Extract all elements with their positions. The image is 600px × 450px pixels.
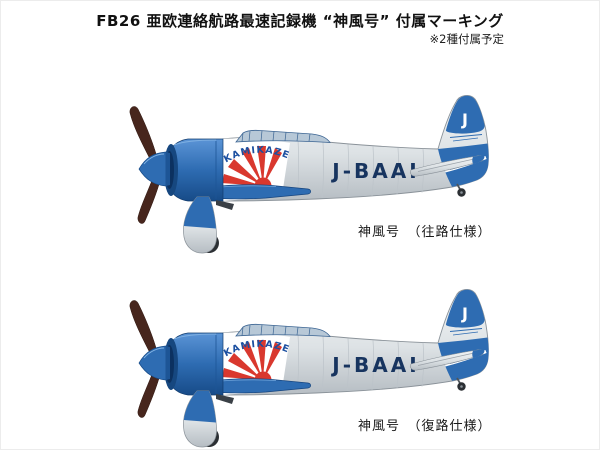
nose-art: KAMIKAZE — [222, 332, 290, 395]
landing-gear — [183, 390, 219, 448]
landing-gear — [183, 196, 219, 254]
aircraft-illustration-outbound: KAMIKAZE J-BAAI J — [129, 95, 489, 254]
canopy — [235, 323, 331, 337]
registration-text: J-BAAI — [330, 159, 419, 183]
aircraft-return-caption: 神風号 （復路仕様） — [358, 419, 492, 434]
tail-wheel — [456, 377, 466, 391]
canopy — [235, 129, 331, 143]
registration-text: J-BAAI — [330, 353, 419, 377]
spinner — [138, 345, 170, 381]
aircraft-illustration-return: KAMIKAZE J-BAAI J — [129, 289, 489, 448]
propeller — [129, 106, 163, 224]
tail-wheel — [456, 183, 466, 197]
propeller — [129, 300, 163, 418]
exhaust — [216, 200, 234, 210]
spinner — [138, 151, 170, 187]
horizontal-stabilizer — [410, 349, 485, 371]
aircraft-outbound: KAMIKAZE J-BAAI J — [116, 87, 511, 257]
exhaust — [216, 394, 234, 404]
tail-code: J — [461, 304, 468, 323]
page-note: ※2種付属予定 — [429, 32, 504, 46]
horizontal-stabilizer — [410, 155, 485, 177]
aircraft-return: KAMIKAZE J-BAAI J — [116, 281, 511, 449]
aircraft-outbound-caption: 神風号 （往路仕様） — [358, 225, 492, 240]
page-title: FB26 亜欧連絡航路最速記録機 “神風号” 付属マーキング — [96, 12, 504, 30]
tail-code: J — [461, 110, 468, 129]
